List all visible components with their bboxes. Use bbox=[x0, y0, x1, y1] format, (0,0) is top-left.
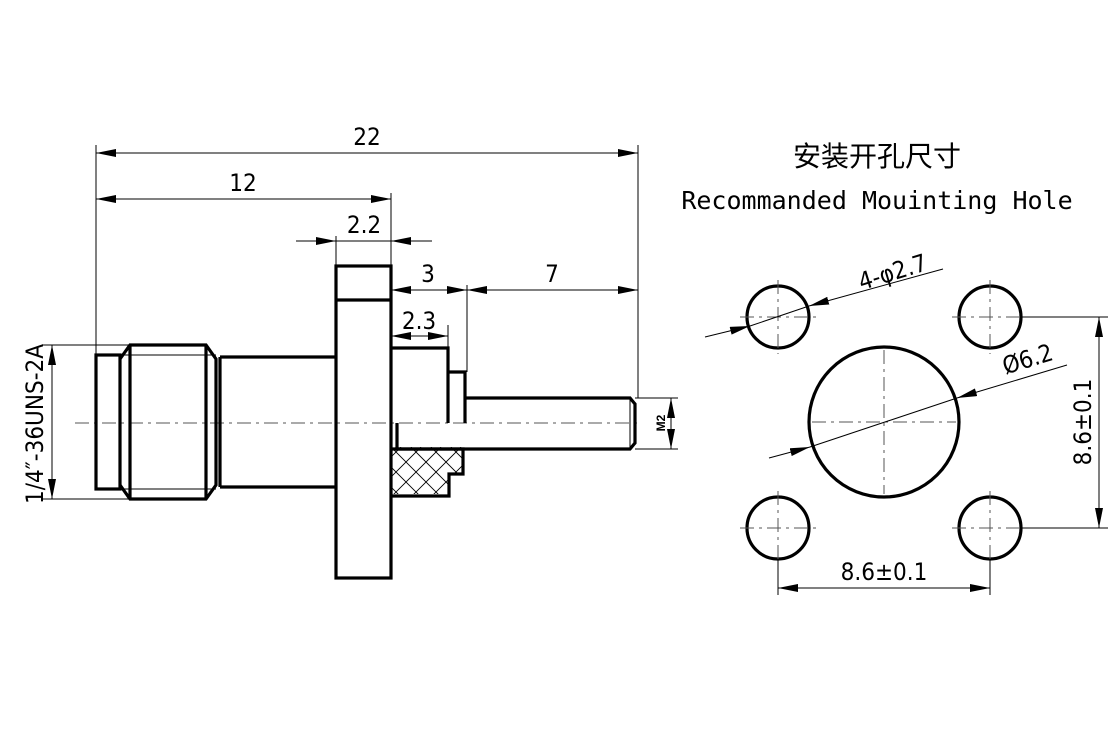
dim-overall-length: 22 bbox=[353, 123, 380, 151]
pin bbox=[395, 396, 637, 451]
center-hole bbox=[807, 345, 961, 499]
flange bbox=[334, 264, 393, 580]
dim-insulator-step: 2.3 bbox=[402, 307, 436, 335]
dim-center-hole: Ø6.2 bbox=[999, 338, 1056, 380]
hex-nut bbox=[118, 343, 218, 501]
nut-front-ring bbox=[94, 353, 122, 491]
dim-pin-thread: M2 bbox=[654, 414, 668, 431]
mounting-hole-view: 安装开孔尺寸 Recommanded Mouinting Hole 4-φ2.7 bbox=[681, 140, 1108, 595]
mounting-title-en: Recommanded Mouinting Hole bbox=[681, 186, 1072, 215]
mounting-title-cn: 安装开孔尺寸 bbox=[793, 140, 961, 173]
dim-horizontal-spacing: 8.6±0.1 bbox=[841, 558, 928, 586]
dim-thread-spec: 1/4″-36UNS-2A bbox=[21, 344, 49, 504]
dim-vertical-spacing: 8.6±0.1 bbox=[1069, 379, 1097, 466]
rear-step-2 bbox=[448, 370, 467, 423]
dim-flange-thickness: 2.2 bbox=[347, 211, 381, 239]
rear-step bbox=[391, 346, 450, 423]
dim-rear-step: 3 bbox=[421, 260, 435, 288]
dim-corner-holes: 4-φ2.7 bbox=[855, 249, 930, 296]
side-view: 22 12 2.2 3 7 2.3 M2 1/4″-36UNS-2A bbox=[21, 123, 678, 580]
dim-pin-length: 7 bbox=[545, 260, 559, 288]
insulator bbox=[391, 447, 465, 498]
dim-body-to-flange: 12 bbox=[229, 169, 256, 197]
body-cylinder bbox=[218, 355, 336, 489]
hatch-pattern bbox=[391, 447, 463, 494]
